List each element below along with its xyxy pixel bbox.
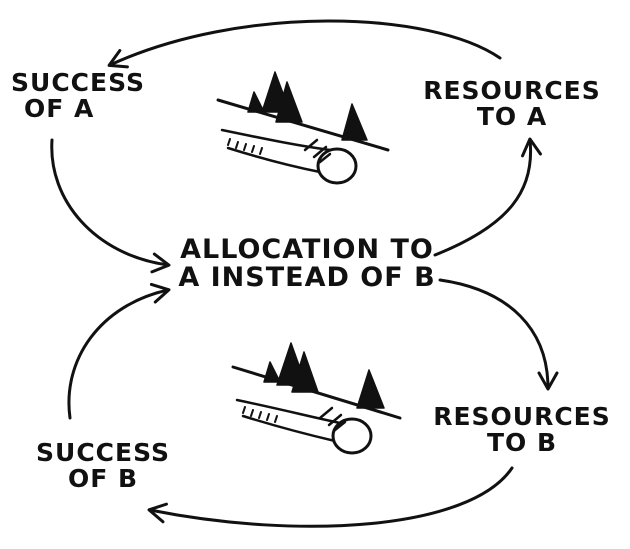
node-allocation-line1: ALLOCATION TO (180, 234, 434, 265)
node-resources-a-line1: RESOURCES (423, 76, 601, 105)
node-resources-a: RESOURCES TO A (422, 76, 602, 132)
node-success-a: SUCCESS OF A (8, 68, 148, 124)
node-success-a-line2: OF A (24, 94, 95, 124)
node-resources-b-line1: RESOURCES (433, 402, 611, 431)
node-resources-a-line2: TO A (476, 102, 548, 132)
arrow-success-b-to-allocation (67, 282, 171, 420)
snowball-rolling-downhill-icon (216, 71, 390, 185)
node-success-b-line2: OF B (67, 464, 139, 494)
snowball-rolling-downhill-icon (231, 342, 402, 455)
node-allocation: ALLOCATION TO A INSTEAD OF B (176, 234, 438, 294)
node-success-b: SUCCESS OF B (28, 438, 178, 494)
node-allocation-line2: A INSTEAD OF B (178, 262, 436, 294)
node-success-b-line1: SUCCESS (36, 438, 170, 467)
arrow-allocation-to-resources-a (433, 137, 542, 257)
arrow-resources-a-to-success-a (107, 19, 502, 69)
arrow-allocation-to-resources-b (438, 278, 559, 391)
arrow-resources-b-to-success-b (147, 466, 514, 528)
node-success-a-line1: SUCCESS (11, 68, 145, 97)
node-resources-b-line2: TO B (486, 428, 558, 458)
arrow-success-a-to-allocation (50, 138, 171, 274)
node-resources-b: RESOURCES TO B (432, 402, 612, 458)
